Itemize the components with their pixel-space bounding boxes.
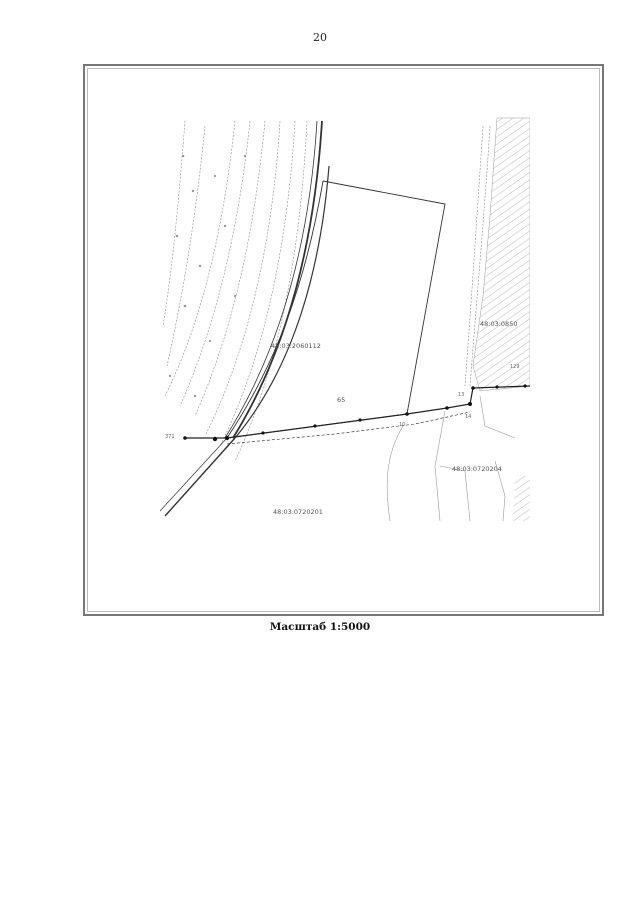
scale-caption: Масштаб 1:5000	[269, 621, 371, 633]
label-point-right-b: 14	[465, 414, 471, 420]
left-sketch-dots	[168, 154, 247, 398]
left-sketch-lines	[162, 120, 308, 462]
label-right-bottom-quarter: 48:03:0720204	[452, 465, 502, 473]
parcel-outline	[226, 180, 446, 439]
map-drawing: 48:03:2060112 65 48:03:0720201 48:03:072…	[160, 117, 530, 521]
lower-sketch-lines	[386, 395, 516, 521]
label-parcel-number: 65	[337, 396, 345, 404]
label-bottom-quarter: 48:03:0720201	[273, 508, 323, 516]
label-point-right-c: 129	[510, 364, 520, 370]
cadastral-map[interactable]: 48:03:2060112 65 48:03:0720201 48:03:072…	[85, 66, 606, 618]
right-sketch-lines	[464, 125, 491, 387]
boundary-points	[183, 384, 527, 442]
page-number: 20	[313, 31, 327, 44]
label-point-mid: 10	[399, 422, 405, 428]
hatched-zone-top-right	[472, 117, 530, 392]
label-right-top-quarter: 48:03:0850	[480, 320, 517, 328]
label-point-left: 371	[165, 434, 175, 440]
label-point-right-a: 13	[458, 392, 464, 398]
hatched-zone-bottom-right	[513, 476, 530, 521]
road-curves	[160, 120, 330, 517]
label-main-quarter: 48:03:2060112	[271, 342, 321, 350]
map-frame: 48:03:2060112 65 48:03:0720201 48:03:072…	[83, 64, 604, 616]
